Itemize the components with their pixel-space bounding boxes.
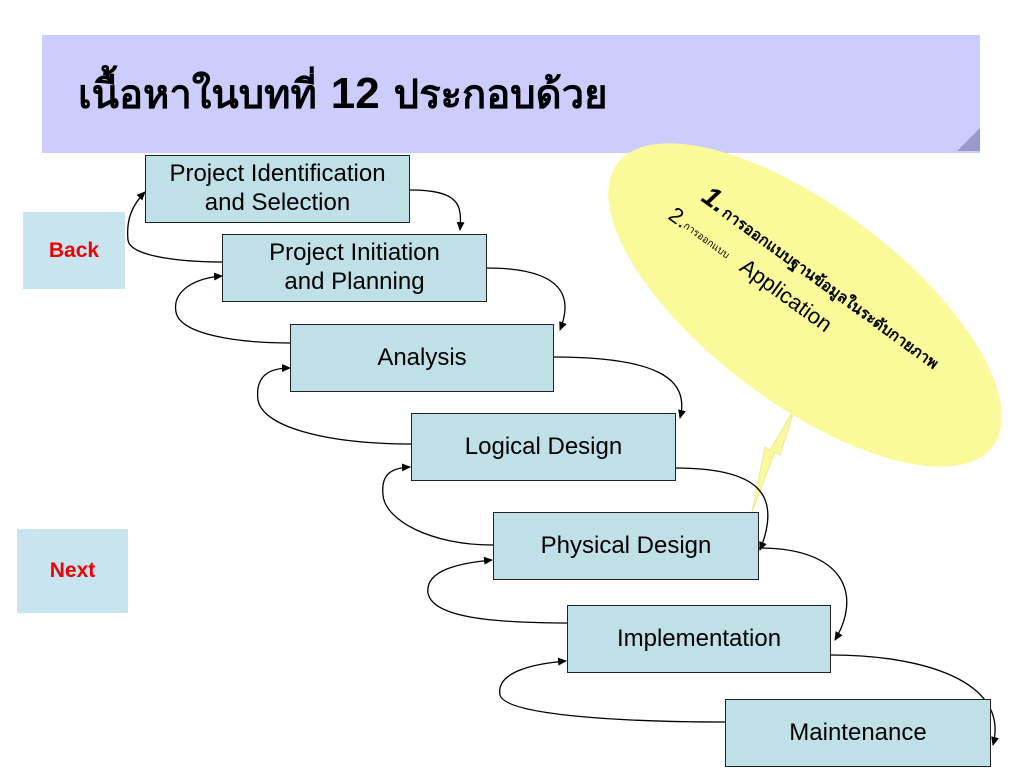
back-arrow-5 (427, 556, 569, 624)
back-arrow-4 (382, 463, 494, 546)
back-arrow-1 (126, 191, 223, 263)
forward-arrow-6 (830, 654, 999, 746)
step-label: Project Identification (169, 160, 386, 188)
back-button-label: Back (48, 238, 100, 262)
step-label: Analysis (377, 343, 467, 371)
next-button-label: Next (49, 559, 96, 582)
forward-arrow-1 (409, 189, 465, 231)
page-title: เนื้อหาในบทที่ 12 ประกอบด้วย (78, 72, 608, 116)
next-button[interactable]: Next (17, 529, 128, 613)
back-button[interactable]: Back (23, 212, 125, 289)
back-arrow-6 (499, 657, 726, 723)
step-label: and Planning (284, 268, 425, 295)
forward-arrow-4 (674, 467, 769, 551)
title-chapter-number: 12 (330, 69, 380, 118)
step-maintenance: Maintenance (725, 699, 991, 767)
title-banner (42, 35, 980, 153)
forward-arrow-5 (758, 547, 848, 641)
step-label: Physical Design (540, 531, 712, 559)
back-arrow-3 (257, 364, 414, 445)
step-physical-design: Physical Design (493, 512, 759, 580)
back-arrow-2 (175, 272, 291, 344)
step-label: and Selection (204, 189, 351, 216)
forward-arrow-3 (552, 356, 686, 419)
step-label: Logical Design (464, 432, 623, 460)
step-label: Project Initiation (269, 239, 440, 267)
step-logical-design: Logical Design (411, 413, 676, 481)
title-banner-fold (957, 128, 980, 151)
step-implementation: Implementation (567, 605, 831, 673)
title-suffix: ประกอบด้วย (379, 71, 608, 118)
callout-bubble (608, 143, 1002, 513)
step-analysis: Analysis (290, 324, 554, 392)
forward-arrow-2 (485, 267, 567, 331)
title-prefix: เนื้อหาในบทที่ (78, 71, 331, 118)
step-label: Maintenance (789, 718, 927, 746)
step-label: Implementation (616, 624, 782, 652)
